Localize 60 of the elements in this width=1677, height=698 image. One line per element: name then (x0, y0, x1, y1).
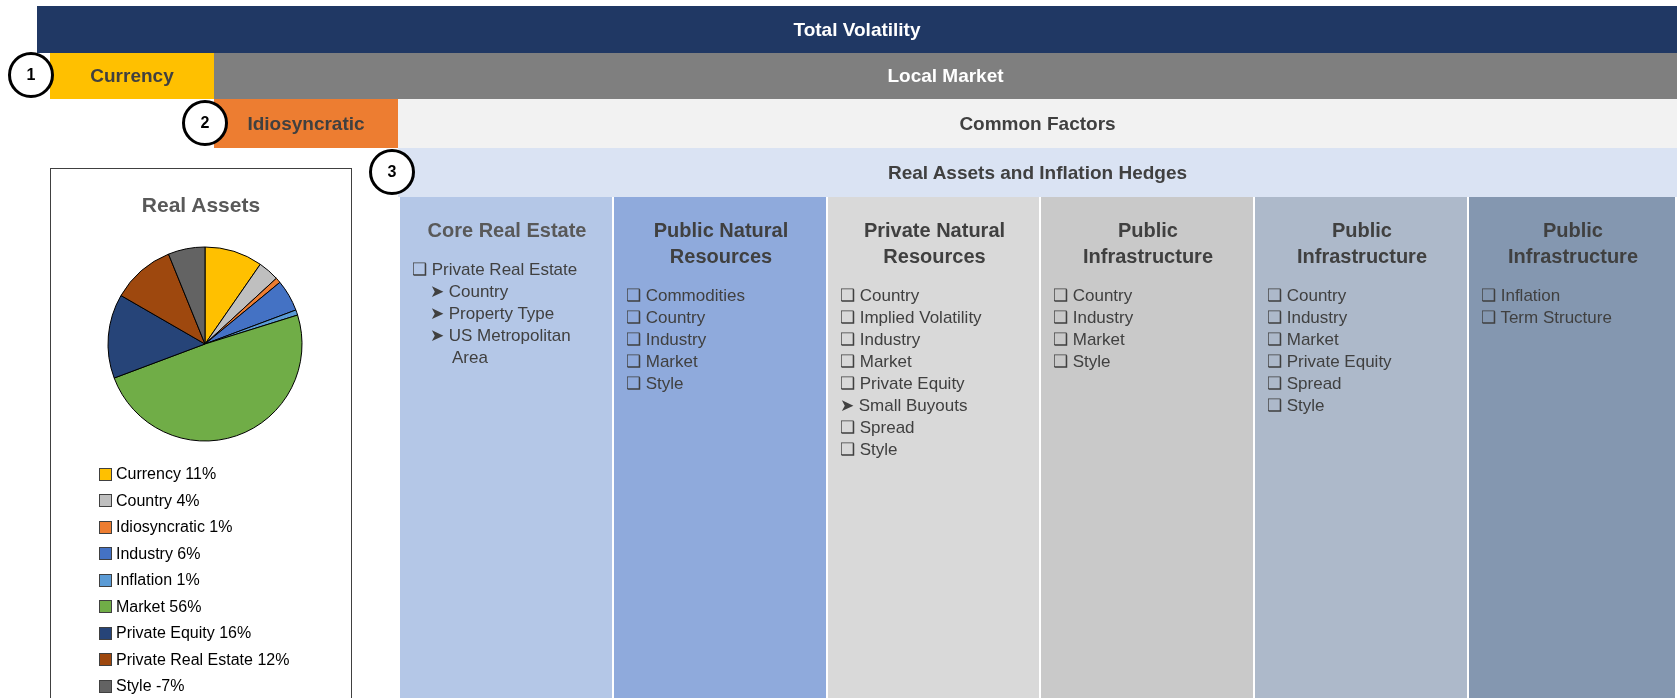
list-item: ❑ Market (840, 351, 913, 373)
list-item: ❑ Private Equity (840, 373, 966, 395)
category-column (1255, 197, 1469, 698)
list-item: ❑ Private Equity (1267, 351, 1393, 373)
legend-label: Private Equity 16% (116, 624, 252, 642)
list-item: ❑ Market (1053, 329, 1126, 351)
list-item: ❑ Spread (1267, 373, 1343, 395)
band-label: Total Volatility (37, 6, 1677, 53)
list-item: ❑ Implied Volatility (840, 307, 983, 329)
band-label: Currency (50, 53, 214, 99)
list-item: ➤ Small Buyouts (840, 395, 969, 417)
list-item: ❑ Inflation (1481, 285, 1562, 307)
legend-label: Inflation 1% (116, 571, 200, 589)
column-heading: Private Natural Resources (862, 218, 1007, 269)
list-item: ➤ US Metropolitan Area (430, 325, 572, 369)
band-label: Real Assets and Inflation Hedges (398, 148, 1677, 197)
column-heading: Public Natural Resources (652, 218, 790, 269)
list-item: ❑ Spread (840, 417, 916, 439)
legend-label: Private Real Estate 12% (116, 650, 290, 669)
list-item: ❑ Style (840, 439, 899, 461)
legend-label: Country 4% (116, 491, 200, 510)
callout-circle: 3 (369, 149, 415, 195)
legend-label: Currency 11% (116, 465, 217, 483)
list-item: ❑ Industry (840, 329, 922, 351)
legend-label: Idiosyncratic 1% (116, 518, 233, 536)
list-item: ❑ Country (1267, 285, 1348, 307)
column-heading: Public Infrastructure (1082, 218, 1214, 269)
list-item: ❑ Style (1267, 395, 1326, 417)
category-column (828, 197, 1041, 698)
list-item: ❑ Country (1053, 285, 1134, 307)
list-item: ❑ Country (840, 285, 921, 307)
legend-label: Industry 6% (116, 544, 201, 563)
category-column (1469, 197, 1677, 698)
column-heading: Public Infrastructure (1296, 218, 1428, 269)
band-label: Common Factors (398, 99, 1677, 148)
column-heading: Public Infrastructure (1507, 218, 1639, 269)
category-column (400, 197, 614, 698)
list-item: ❑ Industry (626, 329, 708, 351)
category-column (614, 197, 828, 698)
chart-title: Real Assets (140, 193, 262, 217)
list-item: ❑ Commodities (626, 285, 746, 307)
list-item: ❑ Style (1053, 351, 1112, 373)
list-item: ➤ Country (430, 281, 510, 303)
callout-circle: 1 (8, 52, 54, 98)
list-item: ❑ Term Structure (1481, 307, 1613, 329)
list-item: ❑ Market (1267, 329, 1340, 351)
list-item: ➤ Property Type (430, 303, 556, 325)
list-item: ❑ Style (626, 373, 685, 395)
category-column (1041, 197, 1255, 698)
list-item: ❑ Market (626, 351, 699, 373)
column-heading: Core Real Estate (426, 218, 588, 243)
band-label: Local Market (214, 53, 1677, 99)
list-item: ❑ Private Real Estate (412, 259, 579, 281)
legend-label: Style -7% (116, 677, 185, 695)
legend-label: Market 56% (116, 597, 202, 616)
list-item: ❑ Country (626, 307, 707, 329)
list-item: ❑ Industry (1267, 307, 1349, 329)
callout-circle: 2 (182, 100, 228, 146)
list-item: ❑ Industry (1053, 307, 1135, 329)
band-label: Idiosyncratic (214, 99, 398, 148)
